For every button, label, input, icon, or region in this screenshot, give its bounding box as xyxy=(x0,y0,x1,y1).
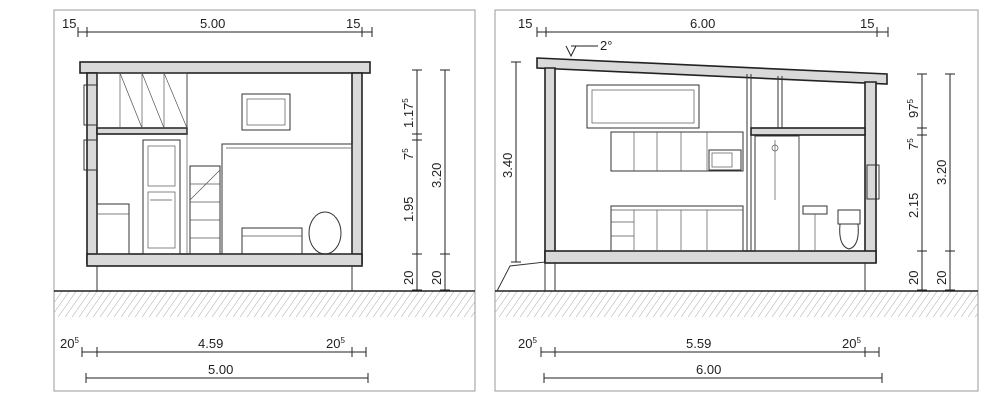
right-left-height: 3.40 xyxy=(500,153,515,178)
right-top-dim-left: 15 xyxy=(518,16,532,31)
left-side-window xyxy=(83,84,98,126)
left-section: 15 5.00 15 1.175 75 1.95 20 3.20 20 205 … xyxy=(53,9,476,392)
right-side-window xyxy=(866,164,880,200)
right-ground-hatch xyxy=(495,291,978,317)
right-dim-lower: 2.15 xyxy=(906,193,921,218)
left-bottom-inner-right: 205 xyxy=(326,336,345,351)
right-upper-cabinets xyxy=(610,131,744,172)
left-base-unit xyxy=(96,203,130,255)
right-wall-left xyxy=(544,67,556,263)
right-section: 15 6.00 15 2° 3.40 975 75 2.15 20 3.20 2… xyxy=(494,9,979,392)
left-dim-base: 20 xyxy=(429,271,444,285)
left-dim-roof: 1.175 xyxy=(401,98,416,128)
right-dim-beam: 75 xyxy=(906,138,921,150)
right-frame xyxy=(494,9,979,392)
left-dim-total: 3.20 xyxy=(429,163,444,188)
right-toilet-tank xyxy=(837,209,861,225)
right-shower xyxy=(754,135,800,252)
right-bottom-inner-right: 205 xyxy=(842,336,861,351)
right-bathroom-sink xyxy=(802,205,828,215)
left-bottom-inner-left: 205 xyxy=(60,336,79,351)
left-top-dim-left: 15 xyxy=(62,16,76,31)
left-wall-picture xyxy=(241,93,291,131)
right-base-cabinets xyxy=(610,205,744,252)
right-bottom-overall: 6.00 xyxy=(696,362,721,377)
left-frame xyxy=(53,9,476,392)
right-high-window xyxy=(586,84,700,129)
right-top-dim-middle: 6.00 xyxy=(690,16,715,31)
left-roof-slab xyxy=(79,61,371,74)
right-bottom-inner-middle: 5.59 xyxy=(686,336,711,351)
right-top-dim-right: 15 xyxy=(860,16,874,31)
left-armchair xyxy=(308,211,342,255)
right-floor-slab xyxy=(544,250,877,264)
left-bottom-overall: 5.00 xyxy=(208,362,233,377)
right-dim-base: 20 xyxy=(934,271,949,285)
left-top-dim-right: 15 xyxy=(346,16,360,31)
left-bottom-inner-middle: 4.59 xyxy=(198,336,223,351)
right-entry-step xyxy=(496,261,546,292)
left-dim-floor: 20 xyxy=(401,271,416,285)
left-stair xyxy=(189,165,221,255)
right-loft-floor xyxy=(750,127,866,136)
left-side-window-2 xyxy=(83,139,98,171)
right-microwave xyxy=(708,149,742,171)
left-wall-left xyxy=(86,72,98,264)
right-dim-upper: 975 xyxy=(906,99,921,118)
right-bottom-inner-left: 205 xyxy=(518,336,537,351)
left-sofa xyxy=(241,227,303,255)
right-dim-total: 3.20 xyxy=(934,160,949,185)
left-floor-slab xyxy=(86,253,363,267)
left-ground-hatch xyxy=(54,291,475,317)
right-toilet-bowl xyxy=(839,223,859,250)
left-dim-beam: 75 xyxy=(401,148,416,160)
left-loft-floor xyxy=(96,127,188,135)
right-slope-label: 2° xyxy=(600,38,612,53)
left-wall-right xyxy=(351,72,363,264)
left-dim-lower: 1.95 xyxy=(401,197,416,222)
left-tall-unit xyxy=(142,139,181,255)
right-slope-marker xyxy=(565,45,577,58)
right-dim-floor: 20 xyxy=(906,271,921,285)
right-roof-slab xyxy=(536,57,888,85)
left-top-dim-middle: 5.00 xyxy=(200,16,225,31)
